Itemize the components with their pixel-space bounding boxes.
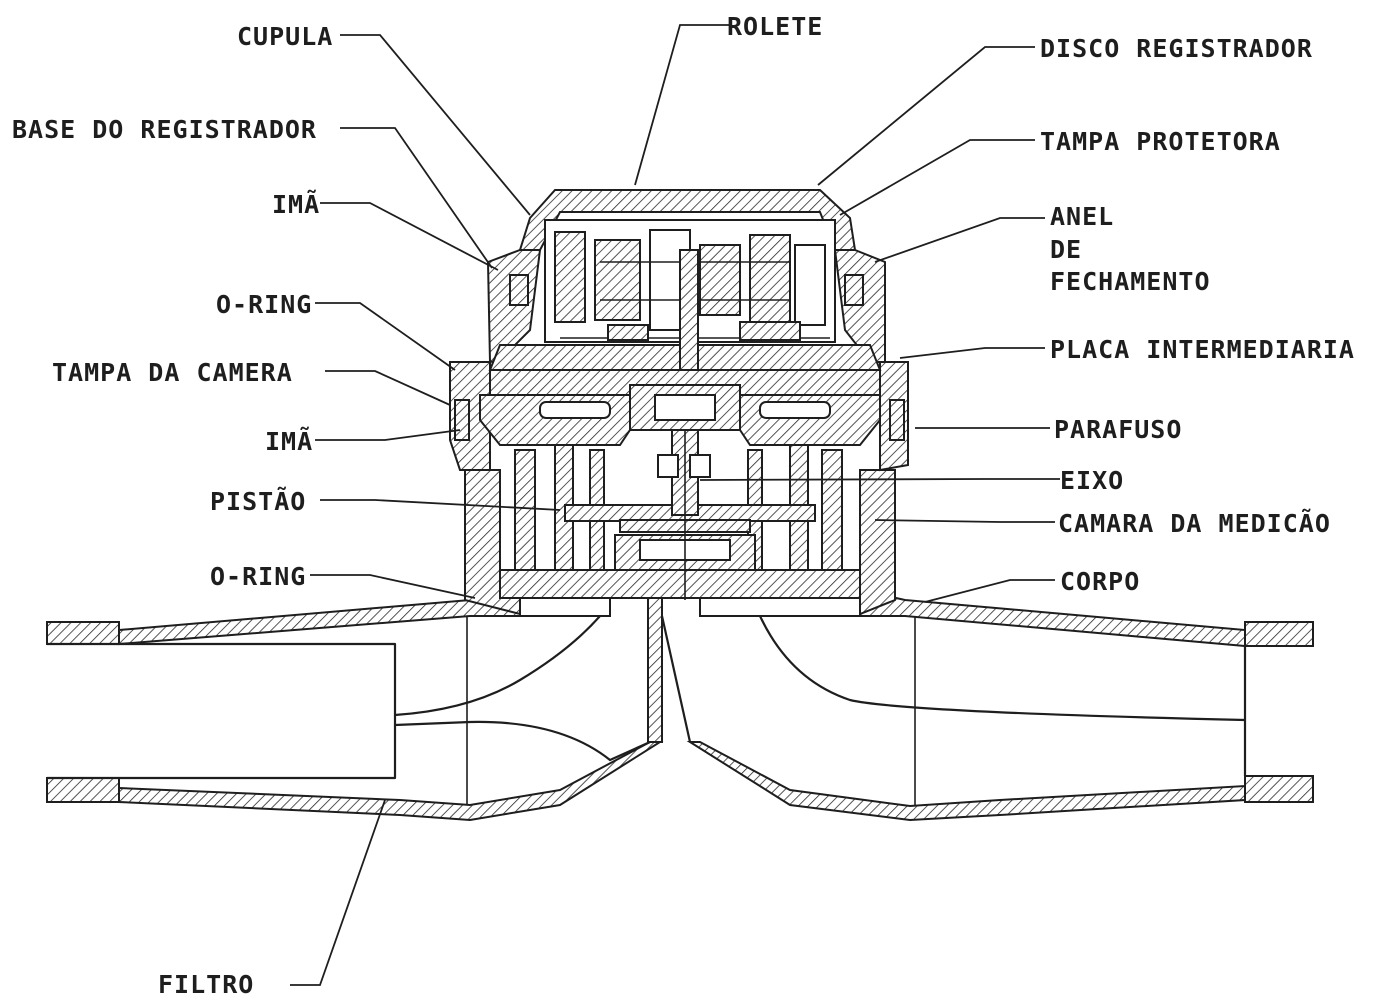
body-wall-bottom-left: [118, 741, 664, 822]
body-wall-top-left: [118, 588, 521, 646]
label-tampa-da-camera: TAMPA DA CAMERA: [52, 358, 293, 387]
right-flange-bottom: [1244, 775, 1314, 803]
leader-lines: [290, 24, 1060, 986]
label-parafuso: PARAFUSO: [1054, 415, 1182, 444]
label-tampa-protetora: TAMPA PROTETORA: [1040, 127, 1281, 156]
label-eixo: EIXO: [1060, 466, 1124, 495]
label-rolete: ROLETE: [727, 12, 823, 41]
body-wall-top-right: [859, 588, 1246, 648]
body-wall-bottom-right: [686, 741, 1246, 822]
label-o-ring-upper: O-RING: [216, 290, 312, 319]
label-o-ring-lower: O-RING: [210, 562, 306, 591]
chamber-wall-right: [859, 469, 896, 616]
label-fechamento: FECHAMENTO: [1050, 267, 1211, 296]
chamber-lid: [449, 361, 909, 472]
left-flange-bottom: [46, 777, 120, 803]
right-flange-top: [1244, 621, 1314, 647]
label-filtro: FILTRO: [158, 970, 254, 999]
label-anel: ANEL: [1050, 202, 1114, 231]
left-flange-top: [46, 621, 120, 645]
label-de: DE: [1050, 235, 1082, 264]
label-ima-lower: IMÃ: [265, 427, 313, 456]
labels: CUPULA ROLETE DISCO REGISTRADOR BASE DO …: [12, 12, 1355, 999]
label-cupula: CUPULA: [237, 22, 333, 51]
label-ima-upper: IMÃ: [272, 190, 320, 219]
label-disco-registrador: DISCO REGISTRADOR: [1040, 34, 1313, 63]
label-placa-intermediaria: PLACA INTERMEDIARIA: [1050, 335, 1355, 364]
label-corpo: CORPO: [1060, 567, 1140, 596]
meter-body: [46, 588, 1314, 822]
register-housing: [486, 189, 886, 371]
label-camara-da-medicao: CAMARA DA MEDICÃO: [1058, 509, 1331, 538]
label-base-do-registrador: BASE DO REGISTRADOR: [12, 115, 317, 144]
measuring-chamber: [464, 379, 896, 617]
label-pistao: PISTÃO: [210, 487, 306, 516]
